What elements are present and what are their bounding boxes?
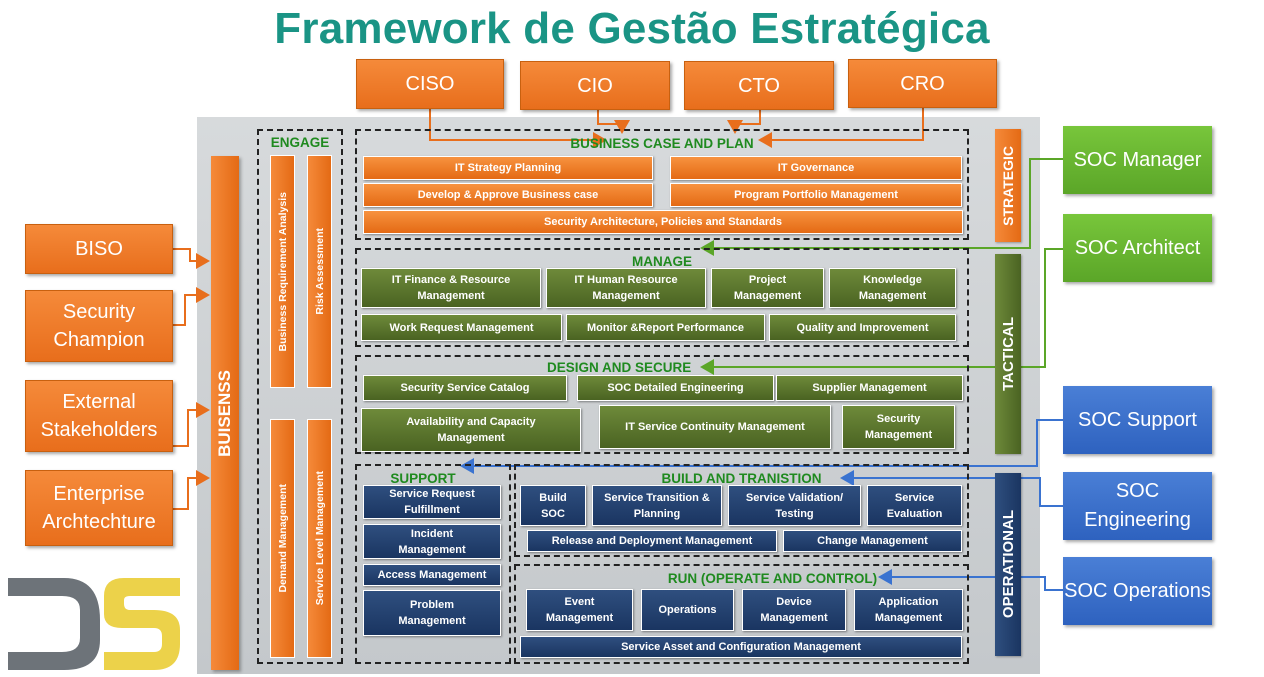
role-soc-support[interactable]: SOC Support [1063, 386, 1212, 454]
quality-improvement[interactable]: Quality and Improvement [769, 314, 956, 341]
role-soc-operations[interactable]: SOC Operations [1063, 557, 1212, 625]
build-transition-label: BUILD AND TRANISTION [661, 471, 822, 486]
role-cro[interactable]: CRO [848, 59, 997, 108]
service-level-management-label: Service Level Management [313, 471, 326, 606]
run-label: RUN (OPERATE AND CONTROL) [667, 571, 878, 586]
strategic-bar: STRATEGIC [995, 129, 1021, 242]
it-strategy-planning[interactable]: IT Strategy Planning [363, 156, 653, 180]
develop-approve-business-case[interactable]: Develop & Approve Business case [363, 183, 653, 207]
service-evaluation[interactable]: Service Evaluation [867, 485, 962, 526]
change-management[interactable]: Change Management [783, 530, 962, 552]
role-enterprise-architecture[interactable]: Enterprise Archtechture [25, 470, 173, 546]
service-validation-testing[interactable]: Service Validation/ Testing [728, 485, 861, 526]
risk-assessment-label: Risk Assessment [313, 228, 326, 315]
security-management[interactable]: Security Management [842, 405, 955, 449]
support-section [355, 464, 511, 664]
incident-management[interactable]: Incident Management [363, 524, 501, 559]
ds-logo-icon [8, 578, 180, 670]
role-cto[interactable]: CTO [684, 61, 834, 110]
business-requirement-analysis-bar[interactable]: Business Requirement Analysis [270, 155, 295, 388]
service-transition-planning[interactable]: Service Transition & Planning [592, 485, 722, 526]
business-case-section [355, 129, 969, 240]
work-request-management[interactable]: Work Request Management [361, 314, 562, 341]
event-management[interactable]: Event Management [526, 589, 633, 631]
role-ciso[interactable]: CISO [356, 59, 504, 109]
it-governance[interactable]: IT Governance [670, 156, 962, 180]
design-secure-label: DESIGN AND SECURE [547, 360, 692, 375]
role-soc-architect[interactable]: SOC Architect [1063, 214, 1212, 282]
risk-assessment-bar[interactable]: Risk Assessment [307, 155, 332, 388]
engage-column [257, 129, 343, 664]
program-portfolio-management[interactable]: Program Portfolio Management [670, 183, 962, 207]
manage-label: MANAGE [632, 254, 692, 269]
run-section [514, 564, 969, 664]
build-transition-section [514, 464, 969, 557]
problem-management[interactable]: Problem Management [363, 590, 501, 636]
release-deployment-management[interactable]: Release and Deployment Management [527, 530, 777, 552]
engage-label: ENGAGE [270, 135, 330, 150]
design-secure-section [355, 355, 969, 454]
business-bar: BUISENSS [211, 156, 239, 670]
knowledge-management[interactable]: Knowledge Management [829, 268, 956, 308]
manage-section [355, 248, 969, 347]
demand-management-label: Demand Management [276, 484, 289, 593]
access-management[interactable]: Access Management [363, 564, 501, 586]
role-soc-engineering[interactable]: SOC Engineering [1063, 472, 1212, 540]
application-management[interactable]: Application Management [854, 589, 963, 631]
support-label: SUPPORT [390, 471, 456, 486]
demand-management-bar[interactable]: Demand Management [270, 419, 295, 658]
service-level-management-bar[interactable]: Service Level Management [307, 419, 332, 658]
soc-detailed-engineering[interactable]: SOC Detailed Engineering [577, 375, 774, 401]
build-soc[interactable]: Build SOC [520, 485, 586, 526]
role-security-champion[interactable]: Security Champion [25, 290, 173, 362]
monitor-report-performance[interactable]: Monitor &Report Performance [566, 314, 765, 341]
device-management[interactable]: Device Management [742, 589, 846, 631]
operational-label: OPERATIONAL [999, 510, 1017, 619]
it-service-continuity-management[interactable]: IT Service Continuity Management [599, 405, 831, 449]
role-soc-manager[interactable]: SOC Manager [1063, 126, 1212, 194]
business-case-label: BUSINESS CASE AND PLAN [570, 136, 754, 151]
it-human-resource-management[interactable]: IT Human Resource Management [546, 268, 706, 308]
operations[interactable]: Operations [641, 589, 734, 631]
security-service-catalog[interactable]: Security Service Catalog [363, 375, 567, 401]
service-asset-configuration-management[interactable]: Service Asset and Configuration Manageme… [520, 636, 962, 658]
supplier-management[interactable]: Supplier Management [776, 375, 963, 401]
business-bar-label: BUISENSS [215, 369, 234, 457]
tactical-label: TACTICAL [999, 317, 1017, 391]
it-finance-resource-management[interactable]: IT Finance & Resource Management [361, 268, 541, 308]
role-cio[interactable]: CIO [520, 61, 670, 110]
operational-bar: OPERATIONAL [995, 473, 1021, 656]
project-management[interactable]: Project Management [711, 268, 824, 308]
tactical-bar: TACTICAL [995, 254, 1021, 454]
role-external-stakeholders[interactable]: External Stakeholders [25, 380, 173, 452]
availability-capacity-management[interactable]: Availability and Capacity Management [361, 408, 581, 452]
security-architecture-policies[interactable]: Security Architecture, Policies and Stan… [363, 210, 963, 234]
role-biso[interactable]: BISO [25, 224, 173, 274]
service-request-fulfillment[interactable]: Service Request Fulfillment [363, 485, 501, 519]
page-title: Framework de Gestão Estratégica [274, 4, 990, 53]
strategic-label: STRATEGIC [1000, 145, 1016, 226]
business-requirement-analysis-label: Business Requirement Analysis [276, 191, 289, 352]
